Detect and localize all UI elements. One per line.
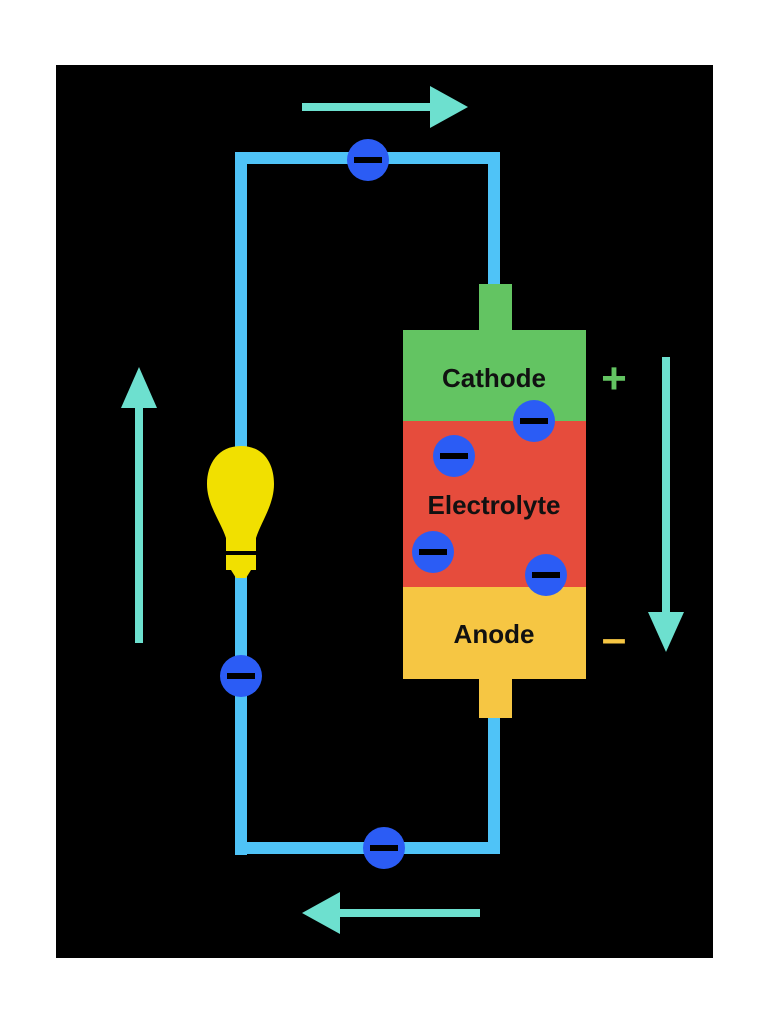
electron-minus-icon xyxy=(347,139,389,181)
minus-sign xyxy=(532,572,560,578)
arrow-bottom-left xyxy=(302,892,480,934)
positive-sign: + xyxy=(601,354,627,403)
bulb-base-ring xyxy=(226,551,256,555)
minus-sign xyxy=(520,418,548,424)
bulb-glass xyxy=(207,446,274,552)
negative-sign: – xyxy=(602,614,626,663)
electron-minus-icon xyxy=(220,655,262,697)
diagram-background xyxy=(56,65,713,958)
wire-bottom xyxy=(241,714,500,854)
minus-sign xyxy=(419,549,447,555)
cathode-label: Cathode xyxy=(442,363,546,393)
cathode-terminal xyxy=(479,284,512,334)
minus-sign xyxy=(370,845,398,851)
electron-minus-icon xyxy=(525,554,567,596)
flow-arrow-icon xyxy=(121,86,684,934)
electrons xyxy=(220,139,567,869)
electrolyte-label: Electrolyte xyxy=(428,490,561,520)
minus-sign xyxy=(227,673,255,679)
arrow-top-right xyxy=(302,86,468,128)
cathode-layer xyxy=(403,330,586,422)
electron-minus-icon xyxy=(363,827,405,869)
arrow-left-up xyxy=(121,367,157,643)
anode-terminal xyxy=(479,676,512,718)
anode-layer xyxy=(403,587,586,679)
anode-label: Anode xyxy=(454,619,535,649)
light-bulb-icon xyxy=(207,446,274,578)
bulb-tip xyxy=(231,570,251,578)
minus-sign xyxy=(440,453,468,459)
bulb-base xyxy=(226,555,256,570)
battery: Cathode Electrolyte Anode xyxy=(403,284,586,718)
electron-minus-icon xyxy=(412,531,454,573)
electron-minus-icon xyxy=(433,435,475,477)
arrow-right-down xyxy=(648,357,684,652)
electron-minus-icon xyxy=(513,400,555,442)
minus-sign xyxy=(354,157,382,163)
